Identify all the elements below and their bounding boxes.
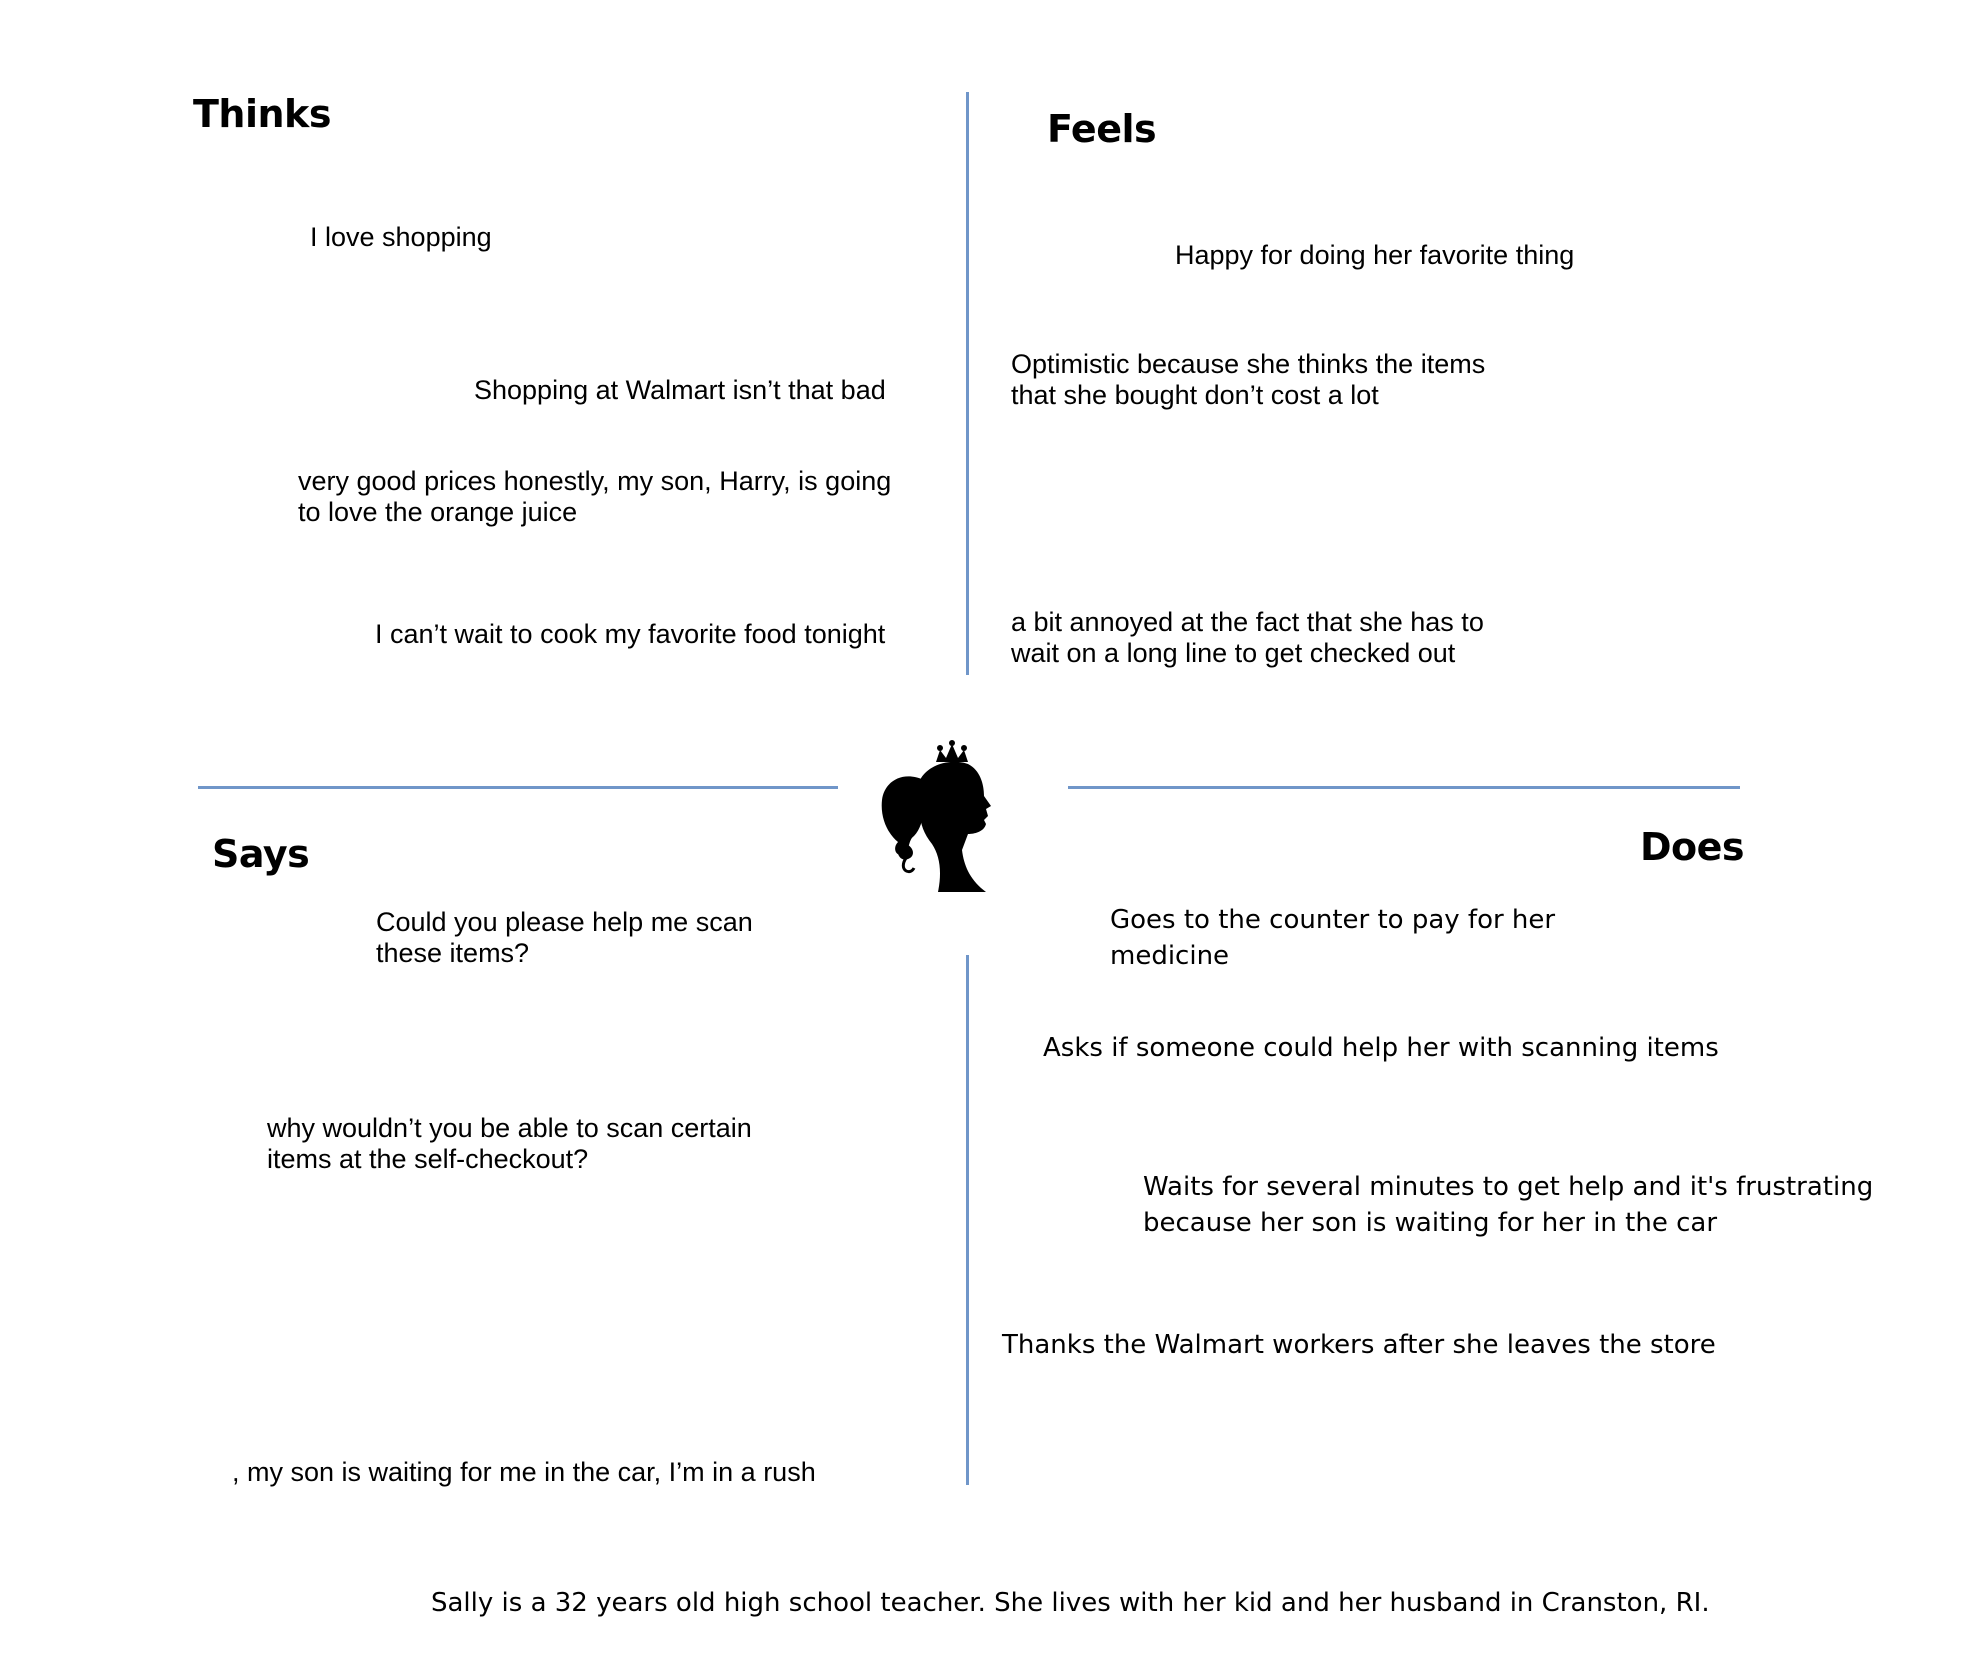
feels-item: that she bought don’t cost a lot (1011, 380, 1379, 410)
thinks-heading: Thinks (193, 92, 331, 136)
says-item: , my son is waiting for me in the car, I… (232, 1457, 816, 1487)
says-heading: Says (212, 832, 310, 876)
vertical-divider-bottom (966, 955, 969, 1485)
persona-description: Sally is a 32 years old high school teac… (431, 1588, 1710, 1618)
does-item: medicine (1110, 941, 1230, 971)
feels-heading: Feels (1047, 107, 1157, 151)
says-item: these items? (376, 938, 530, 968)
does-heading: Does (1640, 825, 1745, 869)
does-item: Goes to the counter to pay for her (1110, 905, 1556, 935)
woman-silhouette-with-tiara-icon (881, 740, 991, 892)
does-item: because her son is waiting for her in th… (1143, 1208, 1718, 1238)
vertical-divider-top (966, 92, 969, 675)
thinks-item: very good prices honestly, my son, Harry… (298, 466, 892, 496)
thinks-item: Shopping at Walmart isn’t that bad (474, 375, 886, 405)
says-item: items at the self-checkout? (267, 1144, 589, 1174)
feels-item: Optimistic because she thinks the items (1011, 349, 1486, 379)
horizontal-divider-right (1068, 786, 1740, 789)
says-item: why wouldn’t you be able to scan certain (267, 1113, 752, 1143)
does-item: Asks if someone could help her with scan… (1043, 1033, 1719, 1063)
feels-item: a bit annoyed at the fact that she has t… (1011, 607, 1484, 637)
says-item: Could you please help me scan (376, 907, 753, 937)
does-item: Thanks the Walmart workers after she lea… (1002, 1330, 1716, 1360)
thinks-item: I can’t wait to cook my favorite food to… (375, 619, 886, 649)
horizontal-divider-left (198, 786, 838, 789)
feels-item: Happy for doing her favorite thing (1175, 240, 1575, 270)
does-item: Waits for several minutes to get help an… (1143, 1172, 1874, 1202)
feels-item: wait on a long line to get checked out (1011, 638, 1456, 668)
thinks-item: I love shopping (310, 222, 492, 252)
thinks-item: to love the orange juice (298, 497, 578, 527)
